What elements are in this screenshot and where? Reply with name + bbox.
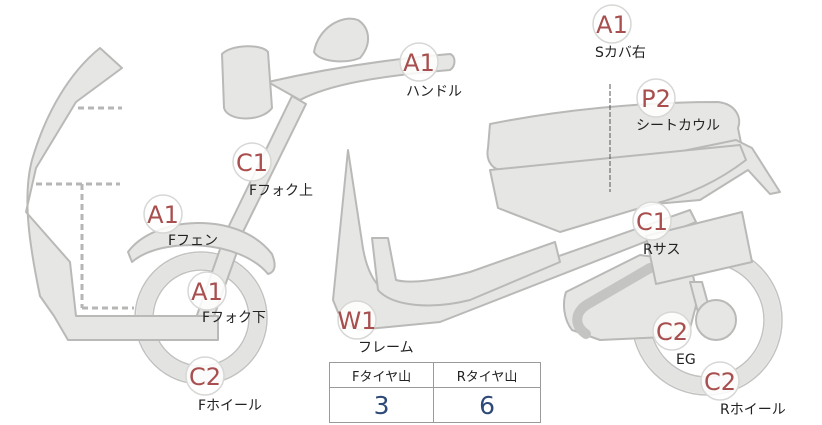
engine-label: EG	[676, 352, 696, 368]
rear-hub-shape	[695, 299, 737, 341]
front-shield-shape	[25, 47, 219, 341]
f-fender-grade: A1	[147, 201, 179, 229]
badge-s-cover-right: A1 Sカバ右	[592, 4, 646, 61]
handle-grade: A1	[403, 49, 435, 77]
f-wheel-grade: C2	[189, 363, 221, 391]
f-fork-lower-grade: A1	[191, 278, 223, 306]
badge-handle: A1 ハンドル	[399, 42, 462, 100]
f-fork-upper-grade: C1	[236, 149, 268, 177]
badge-f-fork-upper: C1 Fフォク上	[232, 142, 313, 199]
f-wheel-label: Fホイール	[198, 398, 262, 414]
badge-r-wheel: C2 Rホイール	[700, 361, 786, 418]
badge-frame: W1 フレーム	[337, 300, 414, 356]
badge-f-wheel: C2 Fホイール	[185, 356, 262, 414]
badge-seat-cowl: P2 シートカウル	[636, 78, 720, 134]
handle-label: ハンドル	[406, 84, 462, 100]
badge-f-fender: A1 Fフェン	[143, 194, 218, 249]
rear-tread-value: 6	[433, 387, 541, 423]
r-wheel-grade: C2	[704, 368, 736, 396]
headlight-shape	[221, 45, 273, 120]
rear-tread-header: Rタイヤ山	[433, 362, 541, 388]
tire-tread-table: Fタイヤ山 Rタイヤ山 3 6	[328, 362, 541, 423]
f-fork-upper-label: Fフォク上	[249, 183, 313, 199]
mirror-shape	[313, 17, 369, 63]
r-wheel-label: Rホイール	[720, 402, 786, 418]
f-fender-label: Fフェン	[168, 233, 218, 249]
frame-label: フレーム	[358, 340, 414, 356]
engine-grade: C2	[656, 318, 688, 346]
s-cover-label: Sカバ右	[595, 45, 646, 61]
f-fork-lower-label: Fフォク下	[202, 310, 266, 326]
seat-cowl-label: シートカウル	[636, 118, 720, 134]
front-fender-shape	[127, 222, 276, 275]
tread-header-row: Fタイヤ山 Rタイヤ山	[328, 362, 541, 388]
front-tread-header: Fタイヤ山	[328, 362, 435, 388]
badge-engine: C2 EG	[652, 311, 696, 368]
rear-suspension-shape	[645, 211, 753, 285]
front-tread-value: 3	[328, 387, 435, 423]
r-suspension-grade: C1	[636, 208, 668, 236]
floor-pan-shape	[371, 237, 561, 307]
s-cover-grade: A1	[596, 11, 628, 39]
tread-value-row: 3 6	[328, 387, 541, 423]
r-suspension-label: Rサス	[643, 242, 680, 258]
badge-f-fork-lower: A1 Fフォク下	[187, 271, 266, 326]
frame-grade: W1	[338, 307, 377, 335]
seat-cowl-grade: P2	[641, 85, 671, 113]
badge-r-suspension: C1 Rサス	[632, 201, 680, 258]
